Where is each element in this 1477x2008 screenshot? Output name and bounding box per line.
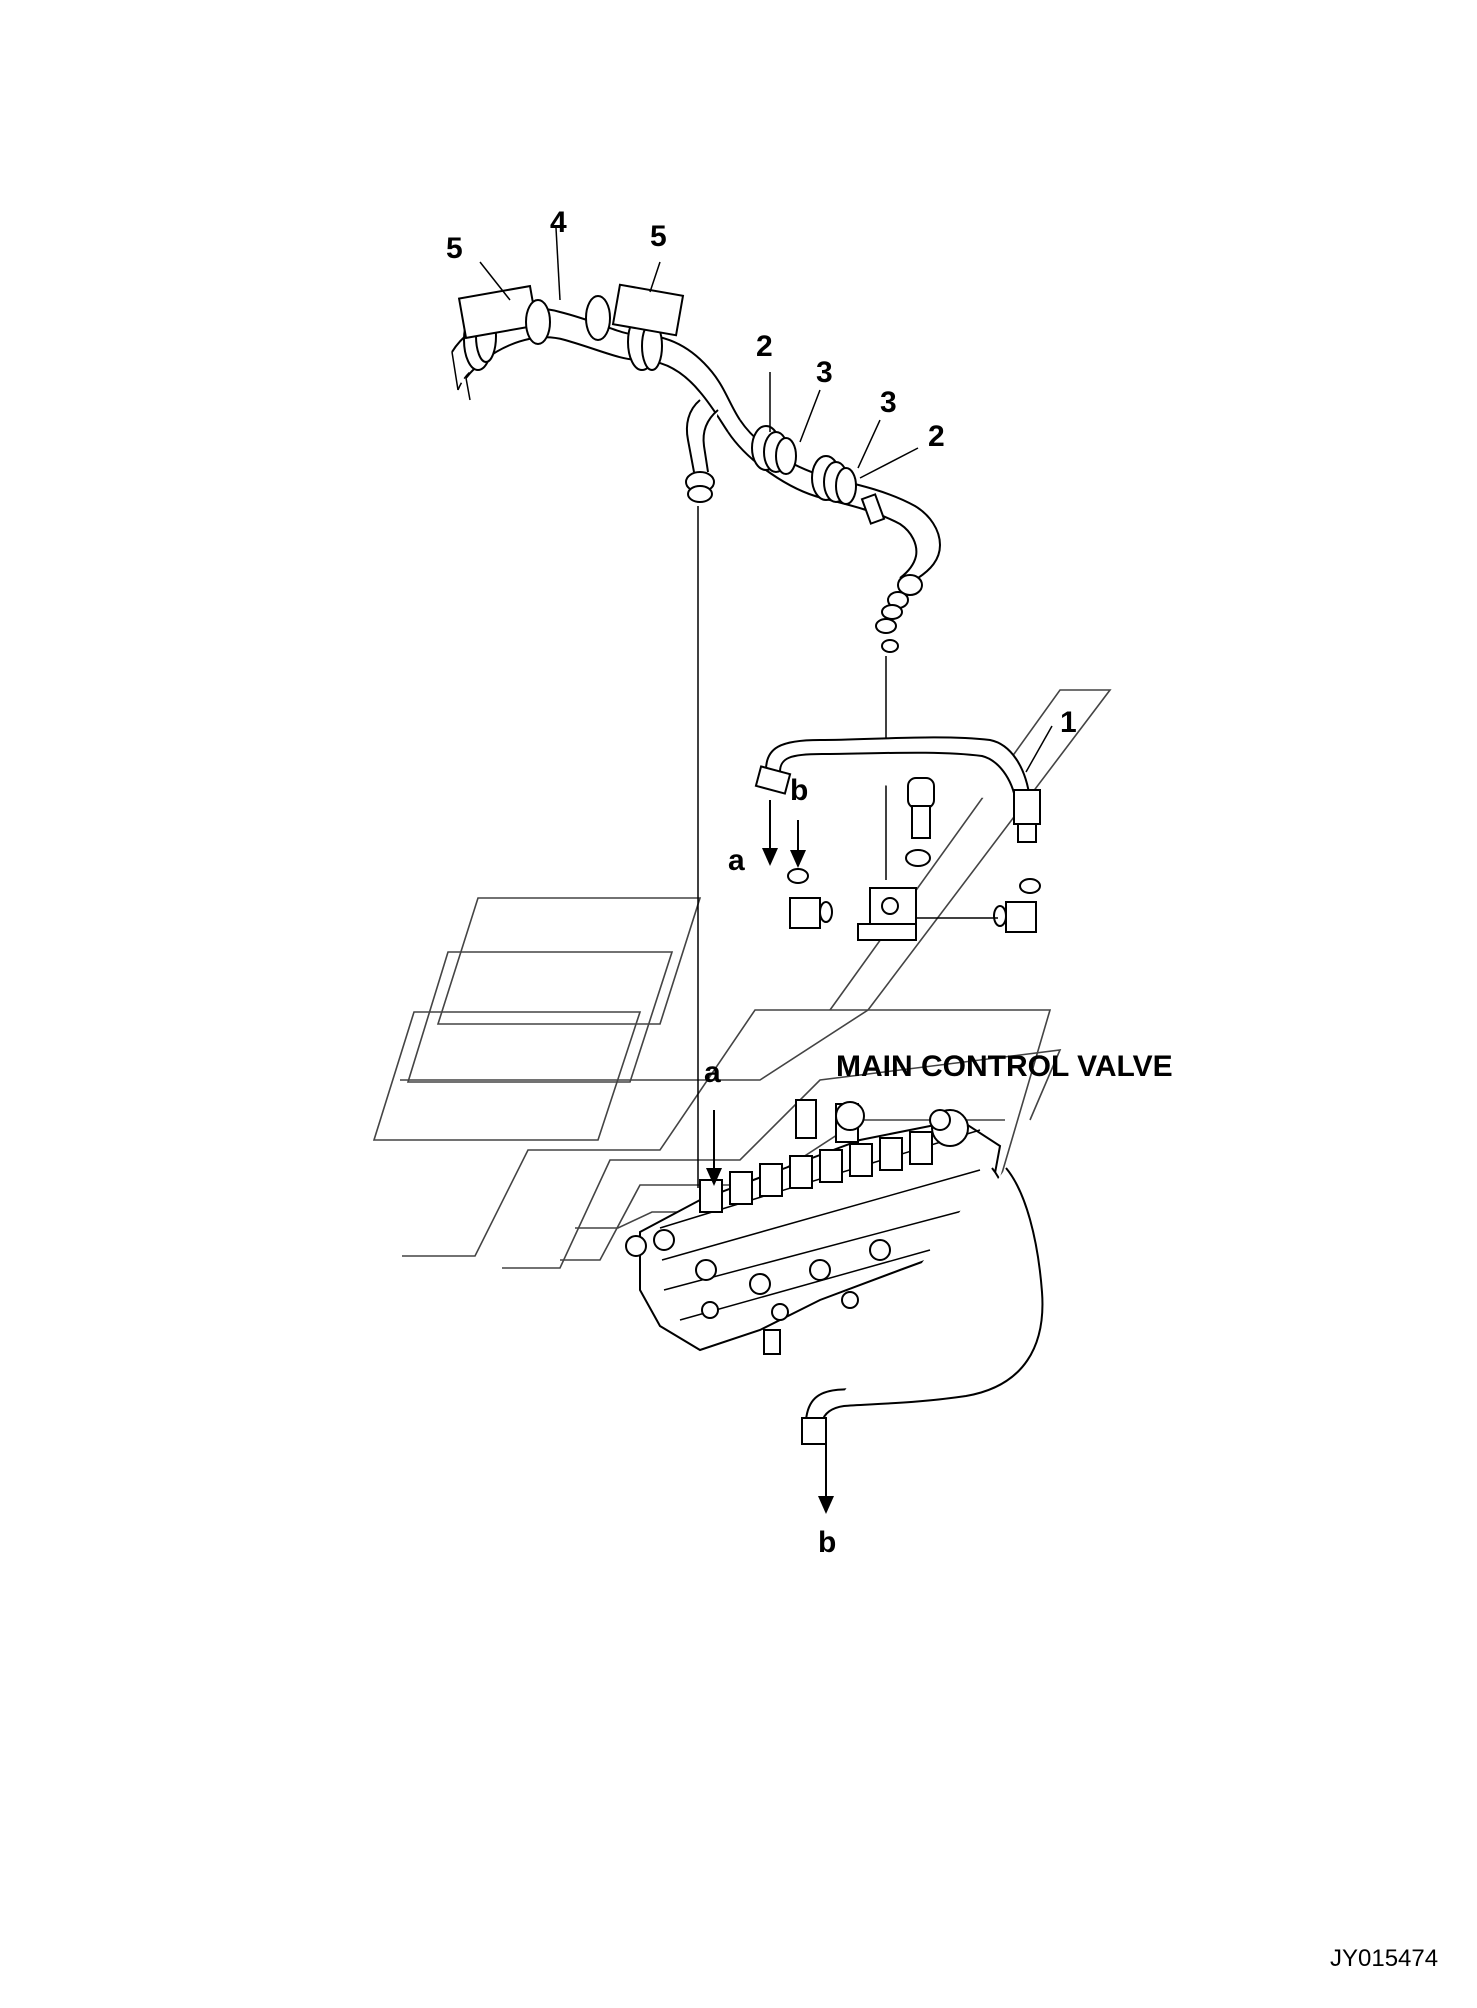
callout-3-right: 3: [880, 386, 897, 419]
callout-5-left: 5: [446, 232, 463, 265]
drawing-code: JY015474: [1330, 1945, 1438, 1972]
return-hose-b: [801, 1167, 1044, 1514]
connector-label-b-lower: b: [818, 1526, 836, 1559]
connector-arrow-a-valve: [706, 1110, 722, 1186]
callout-4: 4: [550, 206, 567, 239]
callout-5-right: 5: [650, 220, 667, 253]
connector-arrows-upper: [762, 800, 806, 868]
watermark-logo: [372, 689, 1112, 1269]
main-control-valve-label: MAIN CONTROL VALVE: [836, 1050, 1173, 1083]
connector-label-b-upper: b: [790, 774, 808, 807]
callout-2-left: 2: [756, 330, 773, 363]
branch-hose-a: [685, 399, 719, 1188]
callout-2-right: 2: [928, 420, 945, 453]
relief-block: [787, 777, 1041, 941]
tube-clamp-assembly: [727, 419, 942, 880]
callout-1: 1: [1060, 706, 1077, 739]
connector-label-a-valve: a: [704, 1056, 721, 1089]
hose-4-assembly: [451, 227, 741, 433]
connector-label-a-upper: a: [728, 844, 745, 877]
hose-1: [754, 725, 1053, 843]
callout-3-left: 3: [816, 356, 833, 389]
main-control-valve: [625, 1099, 1002, 1355]
